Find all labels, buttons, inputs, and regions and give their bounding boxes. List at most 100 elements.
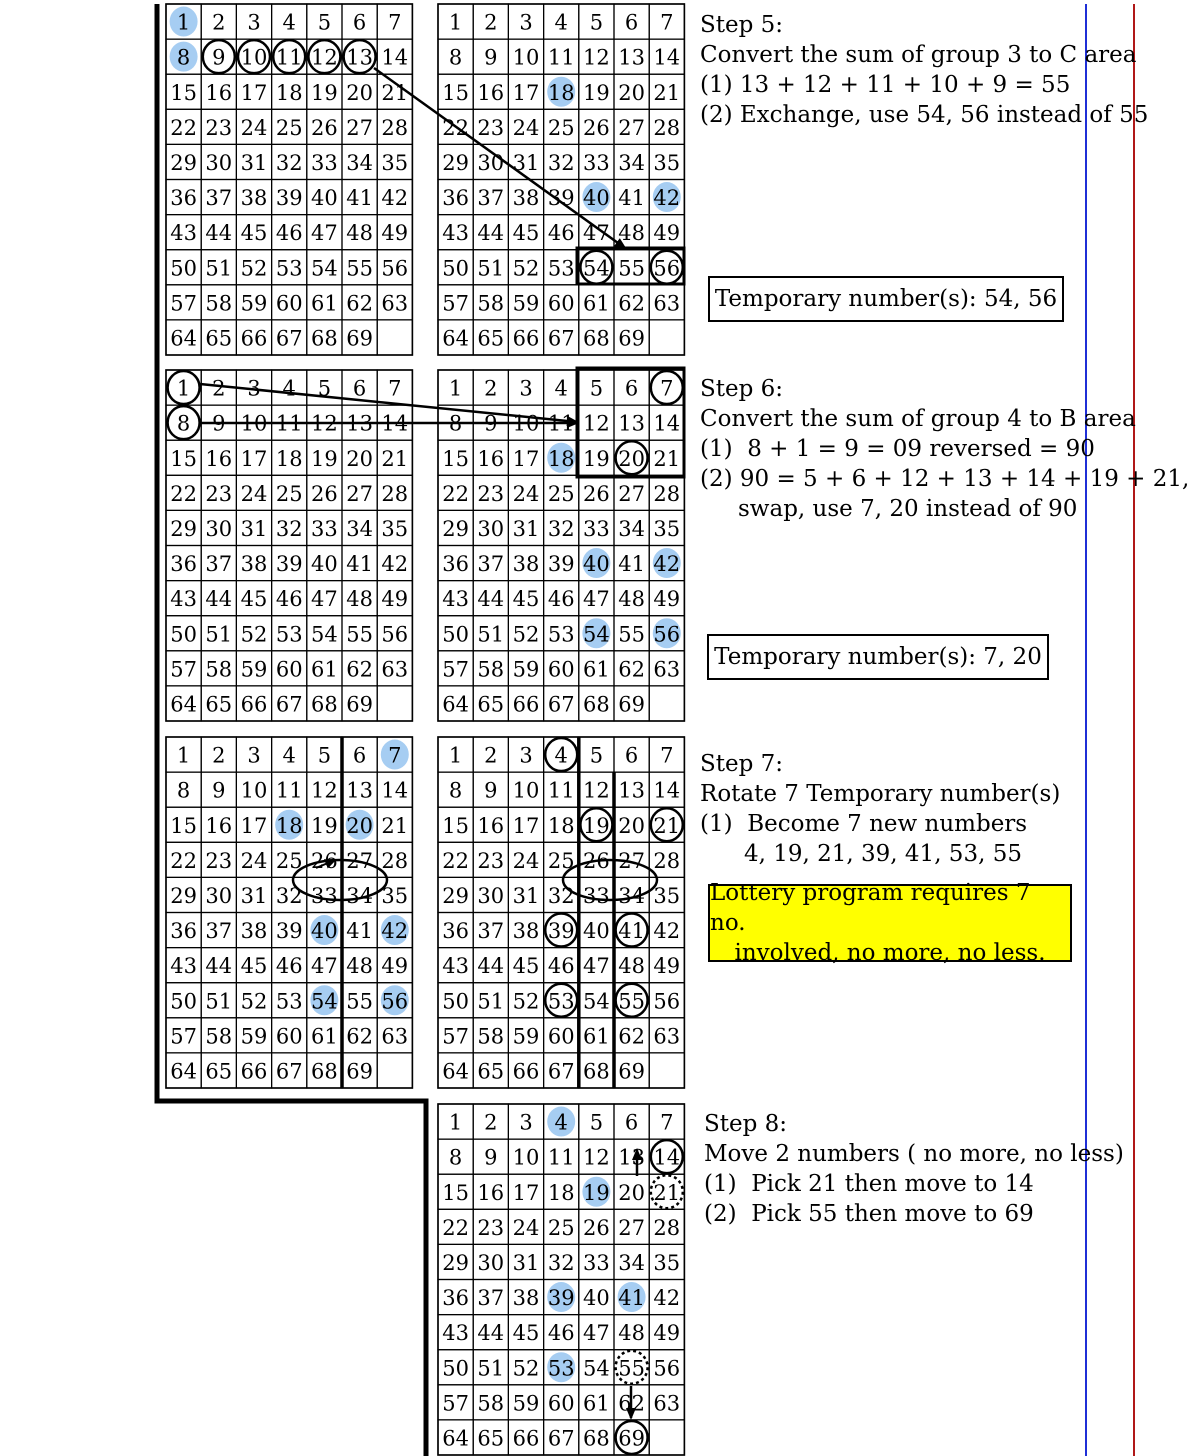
step8-title: Step 8:: [704, 1111, 788, 1137]
highlight-dot: [380, 915, 409, 946]
grid-number: 13: [618, 1146, 645, 1170]
grid-number: 11: [548, 779, 575, 803]
grid-number: 31: [241, 517, 268, 541]
grid-number: 30: [205, 151, 232, 175]
grid-number: 61: [311, 657, 338, 681]
selection-circle: [271, 38, 307, 75]
grid-number: 48: [618, 1321, 645, 1345]
grid-number: 56: [653, 256, 680, 280]
grid-number: 1: [449, 377, 462, 401]
grid-number: 13: [618, 46, 645, 70]
grid-number: 59: [513, 1024, 540, 1048]
selection-circle: [166, 404, 201, 441]
grid-number: 54: [311, 989, 338, 1013]
selection-circle: [201, 38, 237, 75]
grid-number: 55: [346, 256, 373, 280]
grid-number: 33: [583, 1251, 610, 1275]
grid-number: 9: [484, 46, 497, 70]
step7-line2: (1) Become 7 new numbers: [700, 811, 1028, 837]
grid-number: 54: [583, 256, 610, 280]
grid-number: 63: [653, 291, 680, 315]
grid-number: 8: [449, 1146, 462, 1170]
grid-number: 2: [484, 1111, 497, 1135]
grid-number: 13: [346, 46, 373, 70]
grid-number: 28: [653, 482, 680, 506]
step7-line3: 4, 19, 21, 39, 41, 53, 55: [744, 841, 1022, 867]
grid-number: 45: [513, 1321, 540, 1345]
selection-circle: [543, 736, 579, 773]
grid-number: 47: [311, 954, 338, 978]
grid-number: 27: [346, 116, 373, 140]
grid-number: 32: [548, 884, 575, 908]
grid-number: 42: [381, 186, 408, 210]
grid-number: 59: [513, 657, 540, 681]
grid-number: 35: [653, 517, 680, 541]
grid-number: 24: [513, 116, 540, 140]
grid-number: 58: [205, 1024, 232, 1048]
grid-number: 52: [513, 1356, 540, 1380]
grid-number: 17: [513, 447, 540, 471]
grid-number: 35: [381, 884, 408, 908]
grid-number: 22: [170, 849, 197, 873]
grid-number: 29: [442, 151, 469, 175]
number-grid: 1234567891011121314151617181920212223242…: [437, 3, 686, 356]
grid-number: 20: [346, 814, 373, 838]
grid-number: 32: [276, 884, 303, 908]
grid-number: 67: [548, 326, 575, 350]
grid-number: 59: [513, 1391, 540, 1415]
grid-number: 46: [276, 587, 303, 611]
grid-number: 52: [241, 989, 268, 1013]
grid-number: 61: [583, 291, 610, 315]
grid-number: 35: [381, 517, 408, 541]
grid-number: 10: [513, 1146, 540, 1170]
grid-number: 59: [241, 657, 268, 681]
grid-number: 29: [170, 884, 197, 908]
grid-number: 54: [311, 622, 338, 646]
grid-border: [437, 369, 686, 722]
grid-number: 27: [618, 482, 645, 506]
grid-number: 49: [381, 221, 408, 245]
highlight-dot: [652, 618, 681, 649]
grid-number: 14: [653, 779, 680, 803]
grid-number: 66: [513, 1059, 540, 1083]
grid-number: 53: [276, 256, 303, 280]
grid-number: 8: [177, 779, 190, 803]
grid-number: 35: [653, 151, 680, 175]
grid-number: 4: [283, 744, 296, 768]
highlight-dot: [310, 985, 339, 1016]
grid-number: 7: [660, 11, 673, 35]
grid-number: 36: [442, 919, 469, 943]
grid-number: 43: [442, 954, 469, 978]
grid-number: 37: [205, 186, 232, 210]
grid-number: 66: [513, 692, 540, 716]
grid-number: 38: [513, 919, 540, 943]
grid-number: 16: [205, 447, 232, 471]
grid-number: 53: [548, 256, 575, 280]
selection-circle: [342, 38, 377, 75]
grid-number: 30: [477, 151, 504, 175]
grid-number: 25: [548, 116, 575, 140]
grid-number: 34: [618, 1251, 645, 1275]
grid-number: 13: [618, 412, 645, 436]
grid-number: 44: [477, 221, 504, 245]
grid-number: 28: [653, 1216, 680, 1240]
grid-number: 50: [170, 256, 197, 280]
grid-number: 67: [276, 1059, 303, 1083]
highlight-dot: [547, 1282, 576, 1313]
grid-number: 68: [311, 692, 338, 716]
grid-number: 65: [205, 692, 232, 716]
rotation-arrow-left: [315, 859, 337, 869]
grid-number: 61: [583, 1024, 610, 1048]
grid-number: 23: [205, 482, 232, 506]
grid-number: 44: [477, 587, 504, 611]
step8-line1: Move 2 numbers ( no more, no less): [704, 1141, 1124, 1167]
grid-number: 21: [653, 81, 680, 105]
grid-number: 58: [477, 291, 504, 315]
grid-number: 58: [477, 1024, 504, 1048]
grid-number: 35: [653, 1251, 680, 1275]
grid-number: 69: [618, 1426, 645, 1450]
grid-number: 52: [513, 989, 540, 1013]
grid-number: 34: [618, 151, 645, 175]
grid-number: 64: [442, 326, 469, 350]
selection-circle: [649, 807, 685, 843]
